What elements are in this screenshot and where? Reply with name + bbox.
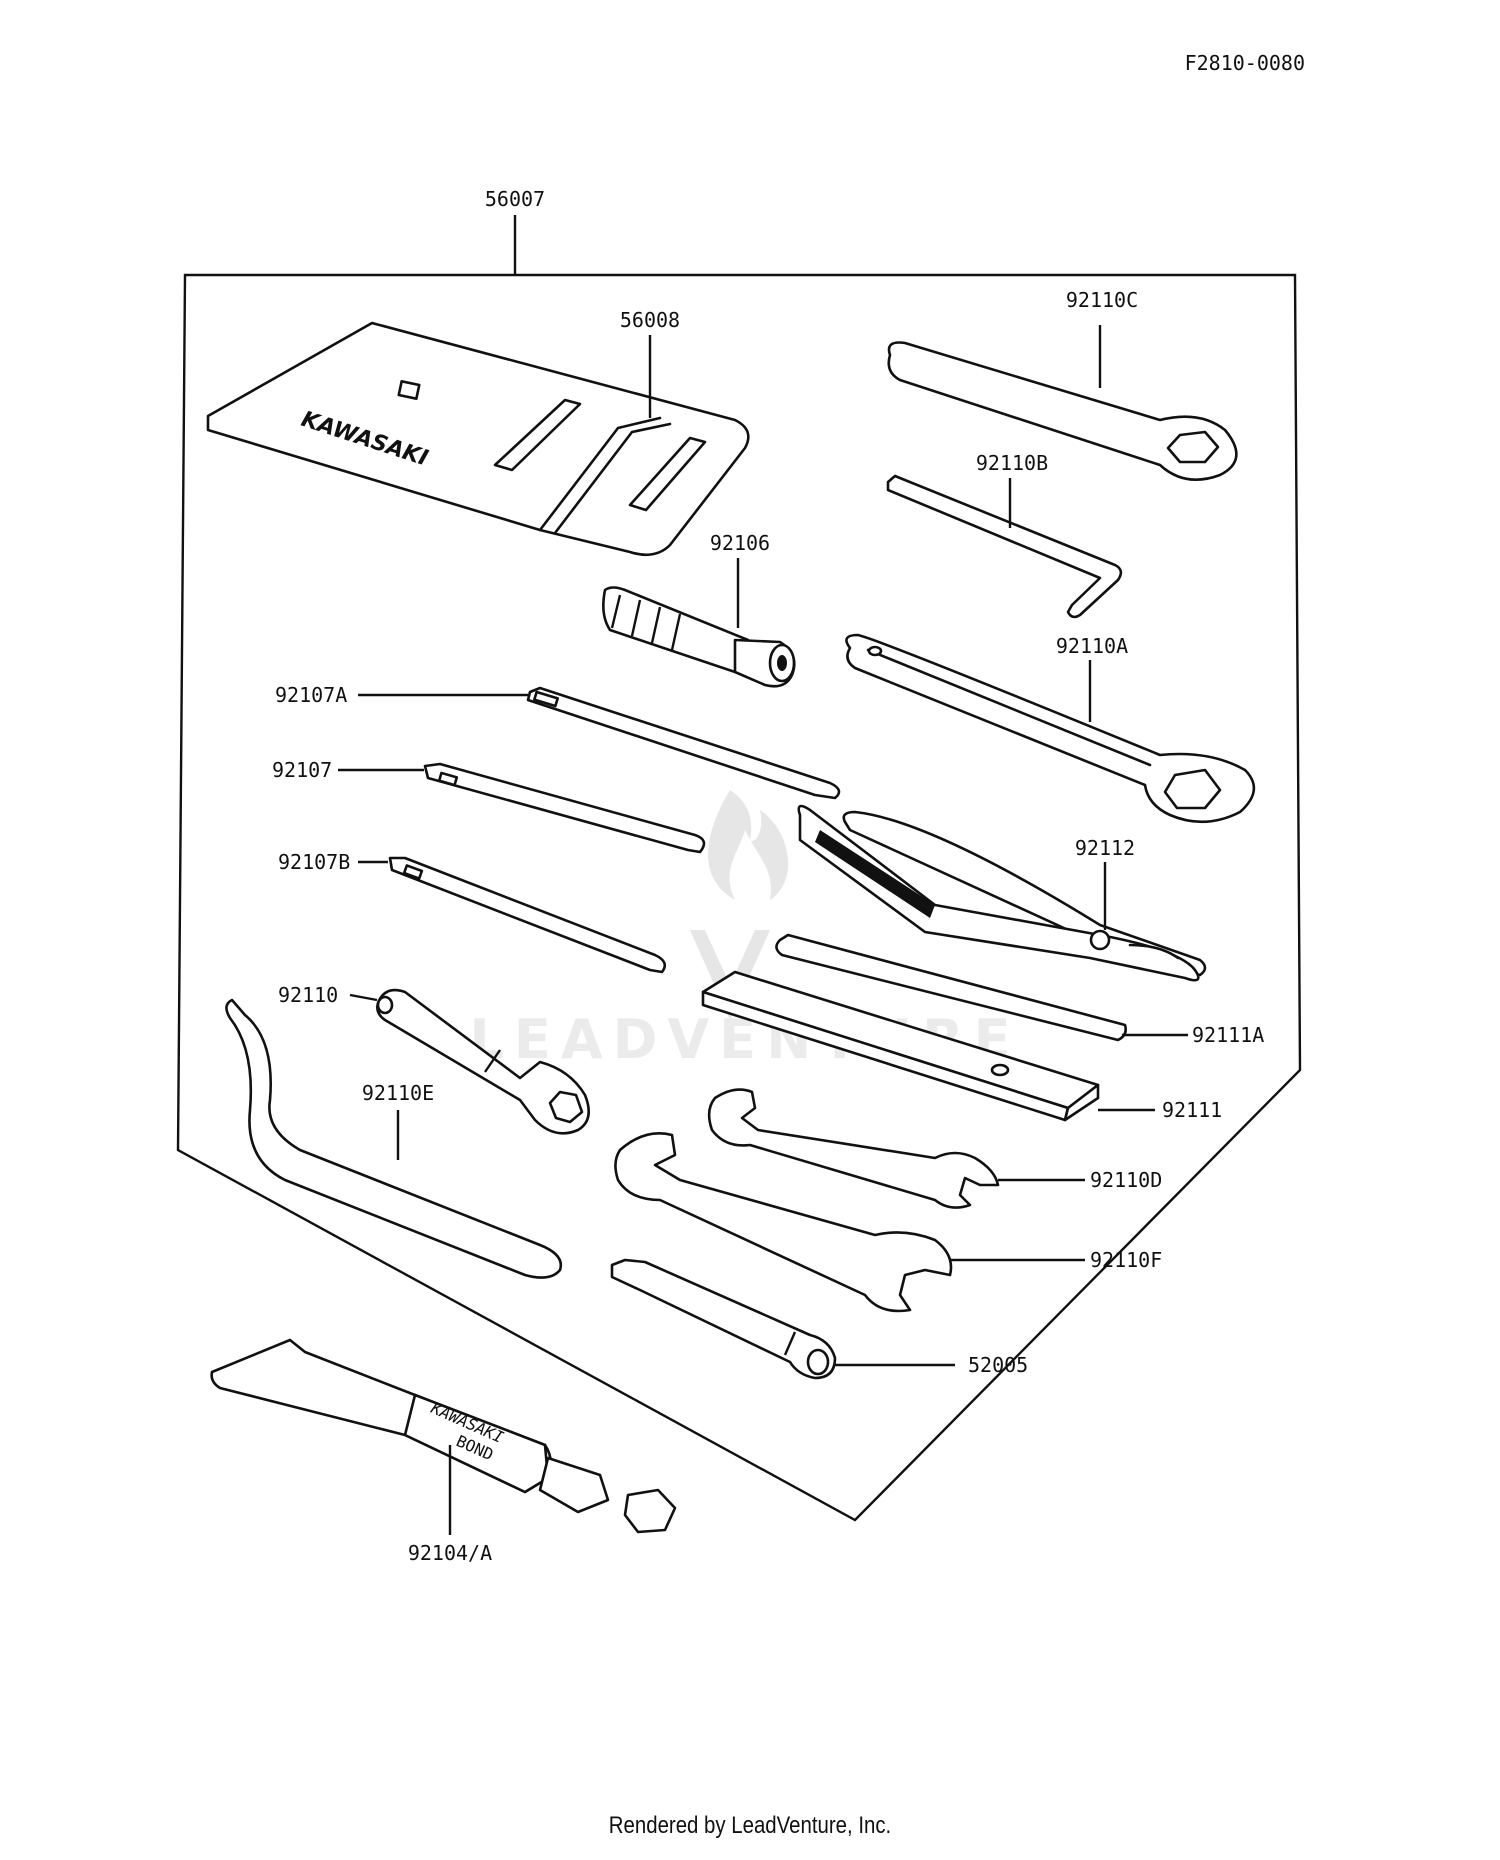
bond-tube-92104A: KAWASAKI BOND bbox=[210, 1338, 677, 1534]
hex-key-92110B bbox=[886, 474, 1123, 619]
socket-handle-92106 bbox=[602, 586, 796, 688]
label-92111A: 92111A bbox=[1192, 1023, 1264, 1047]
label-92107B: 92107B bbox=[278, 850, 350, 874]
label-92110B: 92110B bbox=[976, 451, 1048, 475]
label-56008: 56008 bbox=[620, 308, 680, 332]
screwdriver-92107 bbox=[423, 762, 706, 854]
flat-bar-92111 bbox=[701, 970, 1100, 1122]
open-wrench-92110F bbox=[614, 1132, 953, 1313]
tool-52005 bbox=[610, 1258, 837, 1380]
label-92110: 92110 bbox=[278, 983, 338, 1007]
label-52005: 52005 bbox=[968, 1353, 1028, 1377]
label-92110E: 92110E bbox=[362, 1081, 434, 1105]
ring-wrench-92110A bbox=[845, 633, 1256, 824]
leader-92110 bbox=[349, 993, 378, 1002]
label-56007: 56007 bbox=[485, 187, 545, 211]
diagram-code: F2810-0080 bbox=[1185, 51, 1305, 75]
label-92110A: 92110A bbox=[1056, 634, 1128, 658]
hook-wrench-92110E bbox=[225, 998, 563, 1279]
label-92110C: 92110C bbox=[1066, 288, 1138, 312]
label-92110D: 92110D bbox=[1090, 1168, 1162, 1192]
screwdriver-92107A bbox=[526, 686, 841, 800]
label-92112: 92112 bbox=[1075, 836, 1135, 860]
box-wrench-92110C bbox=[887, 341, 1238, 481]
label-92110F: 92110F bbox=[1090, 1248, 1162, 1272]
bar-92111A bbox=[775, 933, 1127, 1042]
label-92106: 92106 bbox=[710, 531, 770, 555]
label-92107A: 92107A bbox=[275, 683, 347, 707]
pliers-92112 bbox=[797, 804, 1207, 982]
tool-bag-56008: KAWASAKI bbox=[206, 321, 750, 557]
open-wrench-92110D bbox=[707, 1088, 1000, 1209]
footer-credit: Rendered by LeadVenture, Inc. bbox=[608, 1812, 892, 1839]
socket-wrench-92110 bbox=[376, 988, 590, 1135]
label-92107: 92107 bbox=[272, 758, 332, 782]
kit-outline bbox=[176, 273, 1302, 1522]
screwdriver-92107B bbox=[388, 856, 667, 974]
label-92111: 92111 bbox=[1162, 1098, 1222, 1122]
label-92104A: 92104/A bbox=[408, 1541, 492, 1565]
